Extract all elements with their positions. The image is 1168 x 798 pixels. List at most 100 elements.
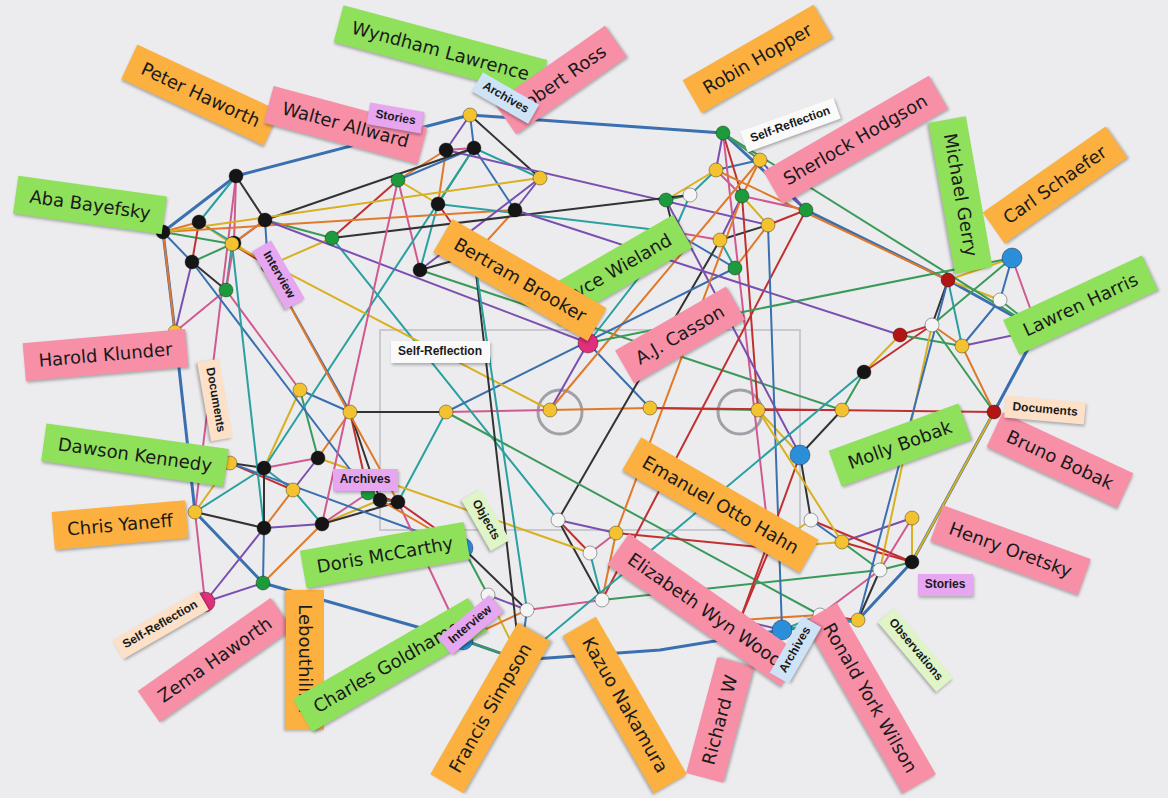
rubber-band xyxy=(811,520,912,562)
push-pin xyxy=(609,526,623,540)
rubber-band xyxy=(864,325,932,372)
push-pin xyxy=(790,445,810,465)
note-text: Francis Simpson xyxy=(445,640,535,776)
rubber-band xyxy=(864,335,900,372)
rubber-band xyxy=(163,232,175,332)
push-pin xyxy=(463,108,477,122)
push-pin xyxy=(893,328,907,342)
push-pin xyxy=(286,483,300,497)
rubber-band xyxy=(550,408,650,410)
push-pin xyxy=(716,126,730,140)
note-text: Stories xyxy=(374,108,416,128)
push-pin xyxy=(925,318,939,332)
name-note: A.J. Casson xyxy=(615,287,745,384)
name-note: Kazuo Nakamura xyxy=(563,616,687,793)
rubber-band xyxy=(236,176,265,220)
rubber-band xyxy=(742,196,758,410)
push-pin xyxy=(533,171,547,185)
note-text: Charles Goldhamer xyxy=(310,613,470,717)
push-pin xyxy=(595,593,609,607)
push-pin xyxy=(315,517,329,531)
rubber-band xyxy=(932,325,994,412)
push-pin xyxy=(229,169,243,183)
push-pin xyxy=(508,203,522,217)
note-text: Michael Gerry xyxy=(939,132,980,258)
push-pin xyxy=(709,163,723,177)
rubber-band xyxy=(175,262,192,332)
note-text: Molly Bobak xyxy=(845,417,954,473)
push-pin xyxy=(257,461,271,475)
push-pin xyxy=(799,203,813,217)
rubber-band xyxy=(558,520,616,533)
push-pin xyxy=(873,563,887,577)
push-pin xyxy=(192,215,206,229)
name-note: Carl Schaefer xyxy=(983,126,1128,243)
category-tag: Self-Reflection xyxy=(112,591,209,660)
rubber-band xyxy=(264,524,322,528)
note-text: Self-Reflection xyxy=(398,345,482,358)
rubber-band xyxy=(474,148,540,178)
push-pin xyxy=(683,188,697,202)
push-pin xyxy=(804,513,818,527)
push-pin xyxy=(851,613,865,627)
push-pin xyxy=(713,233,727,247)
name-note: Sherlock Hodgson xyxy=(763,76,947,204)
push-pin xyxy=(761,218,775,232)
name-note: Richard W xyxy=(686,657,754,783)
push-pin xyxy=(905,555,919,569)
name-note: Robin Hopper xyxy=(682,5,832,113)
push-pin xyxy=(225,237,239,251)
push-pin xyxy=(753,153,767,167)
note-text: Richard W xyxy=(699,673,742,767)
name-note: Chris Yaneff xyxy=(52,500,189,550)
rubber-band xyxy=(232,244,264,528)
name-note: Bruno Bobak xyxy=(987,412,1134,507)
push-pin xyxy=(643,401,657,415)
note-text: Doris McCarthy xyxy=(315,533,454,576)
category-tag: Documents xyxy=(197,359,233,442)
note-text: Carl Schaefer xyxy=(1000,142,1111,228)
name-note: Ronald York Wilson xyxy=(804,603,936,793)
rubber-band xyxy=(716,170,948,280)
rubber-band xyxy=(163,178,540,232)
push-pin xyxy=(993,293,1007,307)
push-pin xyxy=(905,511,919,525)
name-note: Aba Bayefsky xyxy=(13,176,167,235)
push-pin xyxy=(955,339,969,353)
name-note: Wyndham Lawrence xyxy=(333,5,547,96)
rubber-band xyxy=(474,255,520,660)
push-pin xyxy=(467,141,481,155)
rubber-band xyxy=(263,528,264,583)
rubber-band xyxy=(205,528,264,602)
push-pin xyxy=(735,189,749,203)
rubber-band xyxy=(398,180,420,270)
push-pin xyxy=(325,231,339,245)
note-text: Objects xyxy=(468,498,501,543)
rubber-band xyxy=(842,518,912,542)
rubber-band xyxy=(474,255,527,610)
rubber-band xyxy=(948,280,962,346)
push-pin xyxy=(311,451,325,465)
push-pin xyxy=(439,405,453,419)
category-tag: Self-Reflection xyxy=(391,341,490,363)
rubber-band xyxy=(264,390,300,468)
note-text: Kazuo Nakamura xyxy=(578,633,672,776)
rubber-band xyxy=(195,512,264,528)
rubber-band xyxy=(263,468,265,528)
push-pin xyxy=(543,403,557,417)
push-pin xyxy=(941,273,955,287)
note-text: Sherlock Hodgson xyxy=(780,91,931,189)
note-text: Wyndham Lawrence xyxy=(349,17,531,83)
note-text: Documents xyxy=(1012,401,1078,420)
note-text: Stories xyxy=(925,578,966,591)
note-text: Lawren Harris xyxy=(1019,270,1140,341)
rubber-band xyxy=(723,133,1038,330)
push-pin xyxy=(293,383,307,397)
push-pin xyxy=(835,535,849,549)
note-text: Peter Haworth xyxy=(137,59,262,131)
push-pin xyxy=(185,255,199,269)
push-pin xyxy=(659,193,673,207)
rubber-band xyxy=(962,346,994,412)
note-text: Dawson Kennedy xyxy=(57,434,213,475)
outer-band xyxy=(163,115,1038,660)
